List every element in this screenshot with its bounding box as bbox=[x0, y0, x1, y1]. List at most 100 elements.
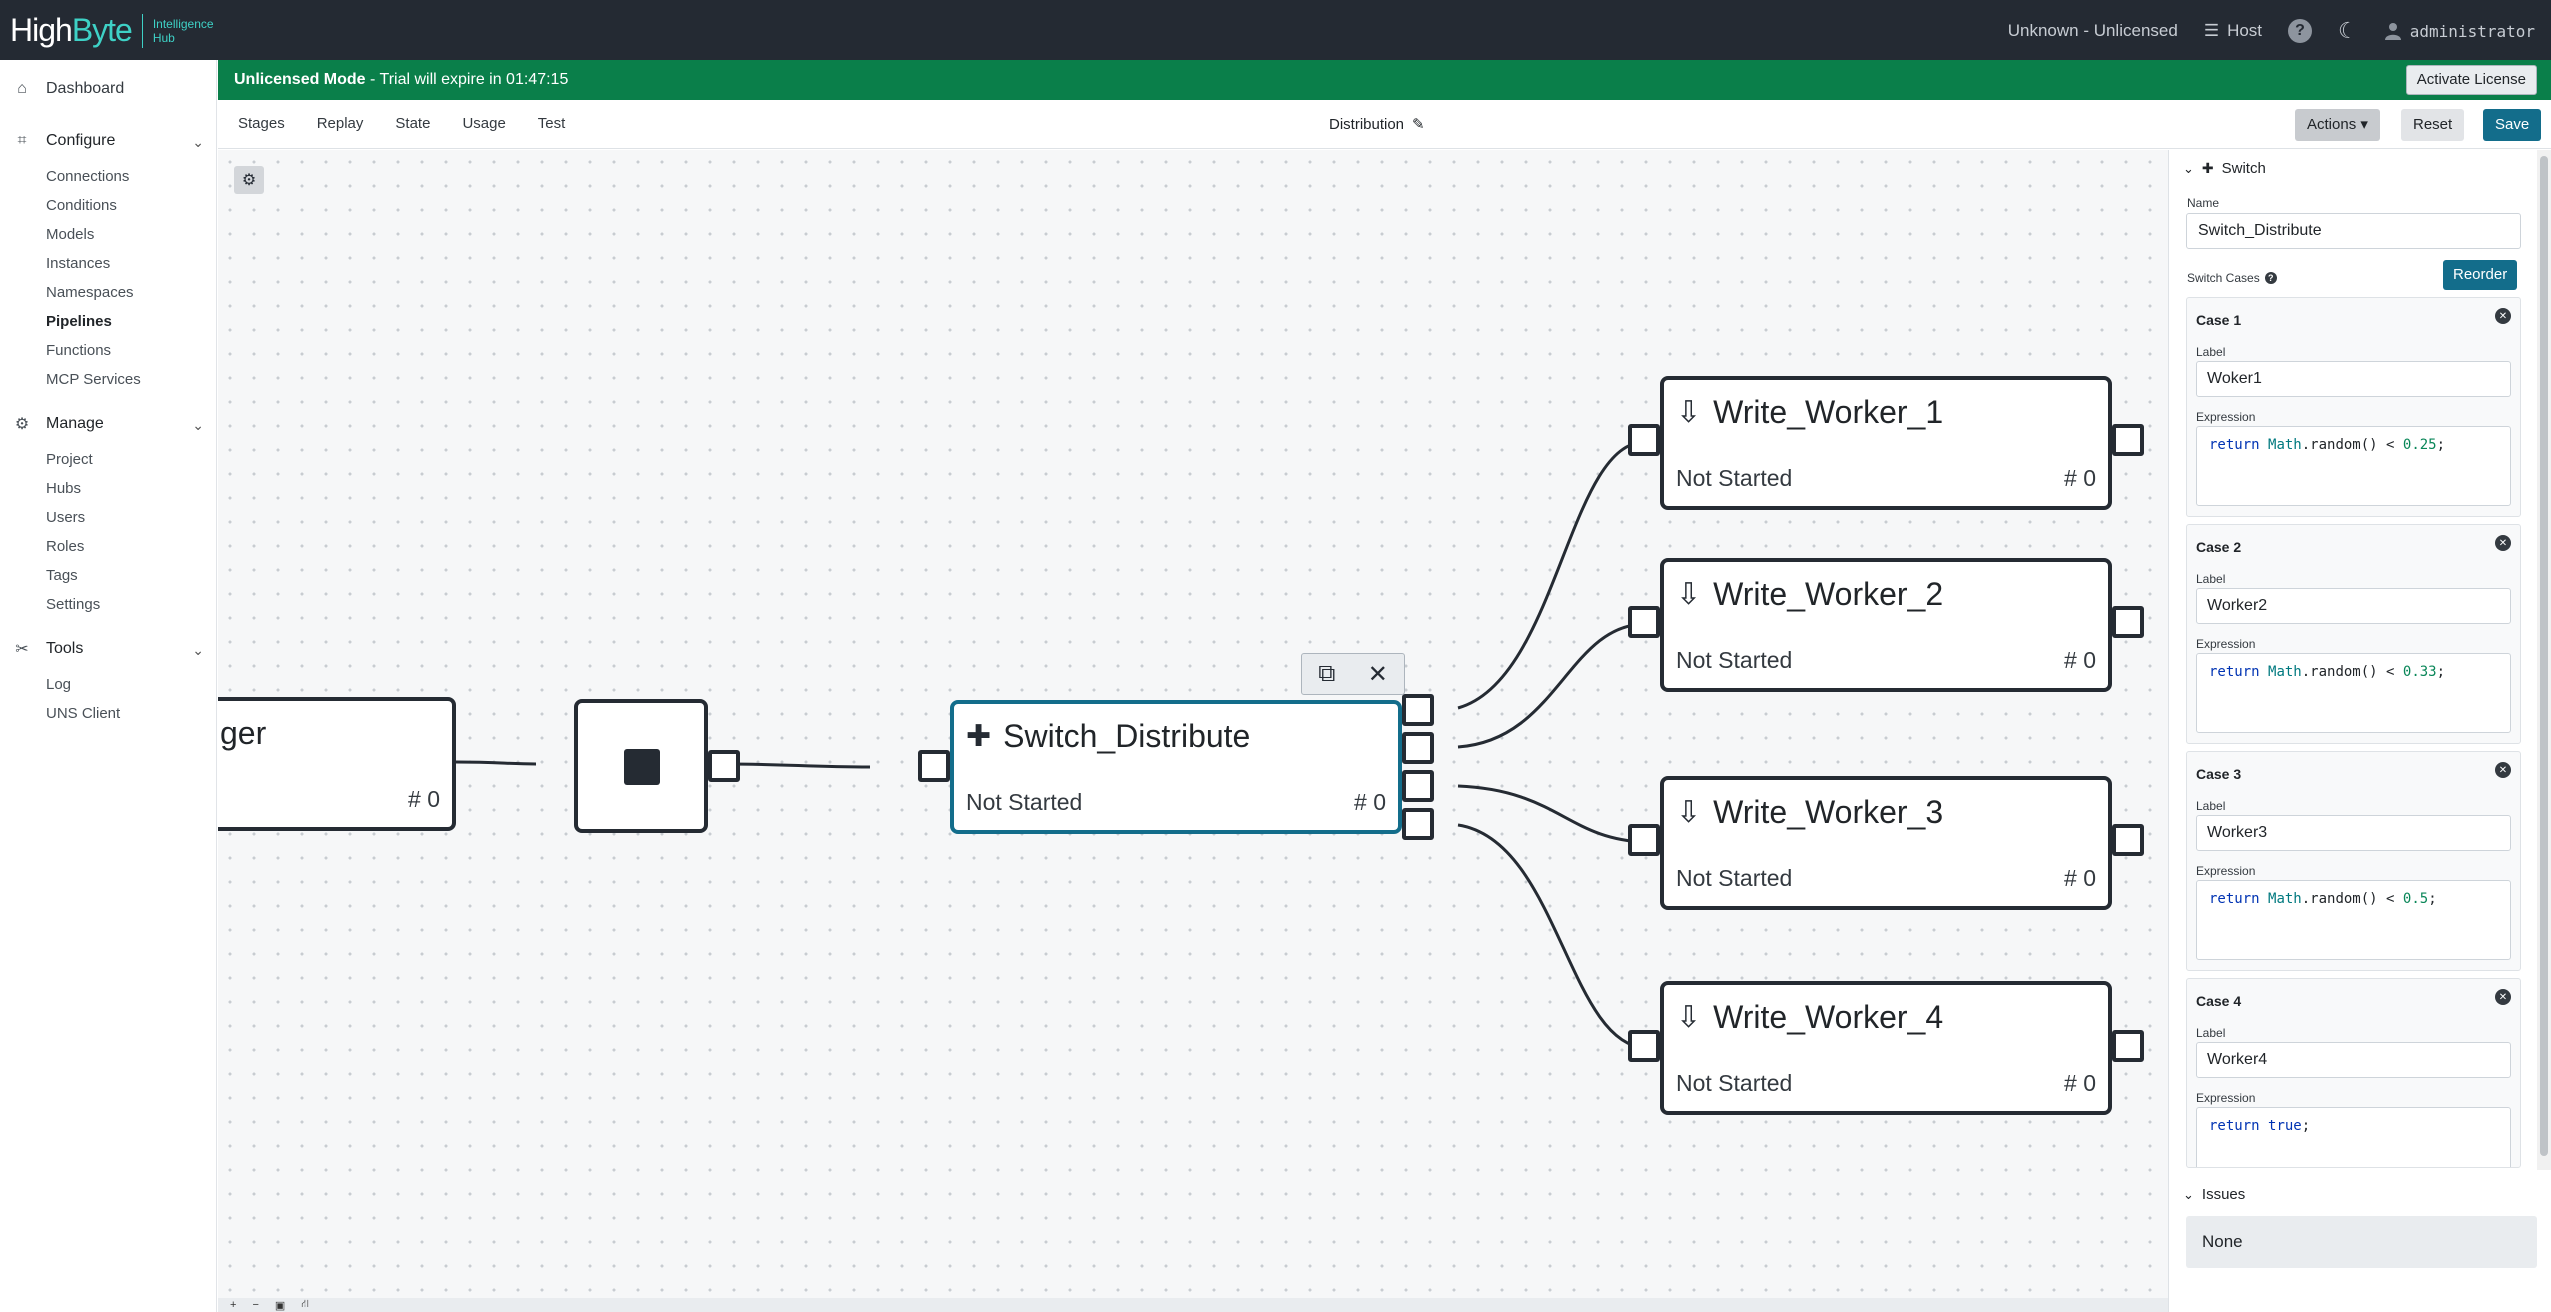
tab-replay[interactable]: Replay bbox=[316, 115, 364, 132]
node-status: Not Started bbox=[1676, 465, 1793, 491]
sidebar-item-namespaces[interactable]: Namespaces bbox=[46, 284, 134, 301]
help-icon[interactable]: ? bbox=[2288, 19, 2313, 43]
zoom-out-icon[interactable]: − bbox=[252, 1299, 259, 1311]
issues-header[interactable]: ⌄ Issues bbox=[2183, 1186, 2245, 1203]
tab-test[interactable]: Test bbox=[537, 115, 566, 132]
case-expression-caption: Expression bbox=[2196, 864, 2256, 878]
duplicate-icon[interactable]: ⧉ bbox=[1318, 660, 1336, 687]
case-3-output-port[interactable] bbox=[1402, 770, 1434, 802]
worker-node-1[interactable]: ⇩ Write_Worker_1 Not Started # 0 bbox=[1660, 376, 2112, 510]
sidebar-section-tools[interactable]: ✂ Tools ⌄ bbox=[14, 640, 204, 658]
pipeline-canvas[interactable]: ⚙ ger # 0 ✚ Switch_Distribute Not Starte… bbox=[218, 150, 2168, 1298]
sidebar-item-instances[interactable]: Instances bbox=[46, 255, 111, 272]
trigger-node[interactable]: ger # 0 bbox=[218, 697, 456, 831]
remove-case-icon[interactable]: ✕ bbox=[2495, 989, 2511, 1005]
worker-node-3[interactable]: ⇩ Write_Worker_3 Not Started # 0 bbox=[1660, 776, 2112, 910]
help-icon[interactable]: ? bbox=[2264, 272, 2277, 284]
node-title: ⇩ Write_Worker_4 bbox=[1676, 999, 1944, 1035]
actions-dropdown-button[interactable]: Actions ▾ bbox=[2295, 109, 2380, 141]
case-expression-editor[interactable]: return Math.random() < 0.25; bbox=[2196, 426, 2511, 506]
sidebar-item-uns-client[interactable]: UNS Client bbox=[46, 705, 121, 722]
sidebar-item-tags[interactable]: Tags bbox=[46, 567, 78, 584]
output-port[interactable] bbox=[708, 750, 740, 782]
remove-case-icon[interactable]: ✕ bbox=[2495, 762, 2511, 778]
input-port[interactable] bbox=[1628, 824, 1660, 856]
gear-icon: ⚙ bbox=[14, 416, 30, 433]
sidebar-item-project[interactable]: Project bbox=[46, 451, 93, 468]
node-count: # 0 bbox=[1354, 789, 1386, 815]
reset-button[interactable]: Reset bbox=[2401, 109, 2465, 141]
sidebar-item-roles[interactable]: Roles bbox=[46, 538, 85, 555]
input-port[interactable] bbox=[1628, 606, 1660, 638]
switch-case-card: Case 1 ✕ Label Woker1 Expression return … bbox=[2186, 297, 2521, 517]
input-port[interactable] bbox=[918, 750, 950, 782]
sidebar-item-dashboard[interactable]: ⌂ Dashboard bbox=[14, 80, 124, 98]
host-menu[interactable]: ☰ Host bbox=[2204, 21, 2262, 41]
tab-bar: Stages Replay State Usage Test bbox=[238, 115, 565, 132]
output-port[interactable] bbox=[2112, 1030, 2144, 1062]
license-status: Unknown - Unlicensed bbox=[2007, 21, 2178, 40]
zoom-in-icon[interactable]: + bbox=[230, 1299, 237, 1311]
case-expression-editor[interactable]: return Math.random() < 0.5; bbox=[2196, 880, 2511, 960]
case-1-output-port[interactable] bbox=[1402, 694, 1434, 726]
switch-node[interactable]: ✚ Switch_Distribute Not Started # 0 bbox=[950, 700, 1402, 834]
input-port[interactable] bbox=[1628, 424, 1660, 456]
sidebar-item-settings[interactable]: Settings bbox=[46, 596, 101, 613]
case-label-caption: Label bbox=[2196, 799, 2226, 813]
panel-header[interactable]: ⌄ ✚ Switch bbox=[2183, 160, 2266, 177]
case-label-input[interactable]: Worker2 bbox=[2196, 588, 2511, 624]
case-label-input[interactable]: Woker1 bbox=[2196, 361, 2511, 397]
canvas-settings-icon[interactable]: ⚙ bbox=[234, 166, 264, 194]
remove-case-icon[interactable]: ✕ bbox=[2495, 535, 2511, 551]
reorder-button[interactable]: Reorder bbox=[2443, 260, 2518, 290]
worker-node-4[interactable]: ⇩ Write_Worker_4 Not Started # 0 bbox=[1660, 981, 2112, 1115]
section-label: Configure bbox=[46, 132, 116, 149]
sidebar-item-functions[interactable]: Functions bbox=[46, 342, 112, 359]
user-icon bbox=[2384, 23, 2401, 40]
name-input[interactable]: Switch_Distribute bbox=[2186, 213, 2521, 249]
sidebar-item-pipelines[interactable]: Pipelines bbox=[46, 313, 112, 330]
input-port[interactable] bbox=[1628, 1030, 1660, 1062]
case-label-input[interactable]: Worker4 bbox=[2196, 1042, 2511, 1078]
sidebar-item-hubs[interactable]: Hubs bbox=[46, 480, 82, 497]
sidebar-item-connections[interactable]: Connections bbox=[46, 168, 130, 185]
layout-icon[interactable]: ⛙ bbox=[301, 1298, 310, 1310]
switch-case-card: Case 4 ✕ Label Worker4 Expression return… bbox=[2186, 978, 2521, 1168]
sidebar-section-configure[interactable]: ⌗ Configure ⌄ bbox=[14, 132, 204, 150]
remove-case-icon[interactable]: ✕ bbox=[2495, 308, 2511, 324]
worker-node-2[interactable]: ⇩ Write_Worker_2 Not Started # 0 bbox=[1660, 558, 2112, 692]
pipeline-toolbar: Stages Replay State Usage Test Distribut… bbox=[218, 100, 2551, 149]
user-menu[interactable]: administrator bbox=[2384, 22, 2535, 41]
output-port[interactable] bbox=[2112, 606, 2144, 638]
tab-stages[interactable]: Stages bbox=[238, 115, 285, 132]
tab-usage[interactable]: Usage bbox=[462, 115, 506, 132]
sidebar-item-models[interactable]: Models bbox=[46, 226, 95, 243]
case-expression-editor[interactable]: return Math.random() < 0.33; bbox=[2196, 653, 2511, 733]
stop-node[interactable] bbox=[574, 699, 708, 833]
scrollbar-thumb[interactable] bbox=[2540, 156, 2548, 1156]
tab-state[interactable]: State bbox=[395, 115, 431, 132]
output-port[interactable] bbox=[2112, 424, 2144, 456]
moon-icon[interactable]: ☾ bbox=[2338, 18, 2358, 43]
panel-scrollbar[interactable] bbox=[2537, 150, 2551, 1170]
sidebar-item-conditions[interactable]: Conditions bbox=[46, 197, 117, 214]
sidebar-item-mcp-services[interactable]: MCP Services bbox=[46, 371, 141, 388]
case-4-output-port[interactable] bbox=[1402, 808, 1434, 840]
case-expression-editor[interactable]: return true; bbox=[2196, 1107, 2511, 1167]
edit-icon[interactable]: ✎ bbox=[1412, 116, 1425, 133]
close-icon[interactable]: ✕ bbox=[1367, 660, 1388, 688]
activate-license-button[interactable]: Activate License bbox=[2405, 65, 2537, 95]
case-label-caption: Label bbox=[2196, 1026, 2226, 1040]
sidebar-item-log[interactable]: Log bbox=[46, 676, 72, 693]
case-title: Case 2 bbox=[2196, 539, 2242, 555]
case-2-output-port[interactable] bbox=[1402, 732, 1434, 764]
output-port[interactable] bbox=[2112, 824, 2144, 856]
sidebar-item-users[interactable]: Users bbox=[46, 509, 86, 526]
node-count: # 0 bbox=[2064, 647, 2096, 673]
case-label-input[interactable]: Worker3 bbox=[2196, 815, 2511, 851]
save-button[interactable]: Save bbox=[2483, 109, 2542, 141]
issues-label: Issues bbox=[2201, 1186, 2246, 1203]
sidebar-section-manage[interactable]: ⚙ Manage ⌄ bbox=[14, 415, 204, 433]
fit-view-icon[interactable]: ▣ bbox=[274, 1299, 286, 1312]
